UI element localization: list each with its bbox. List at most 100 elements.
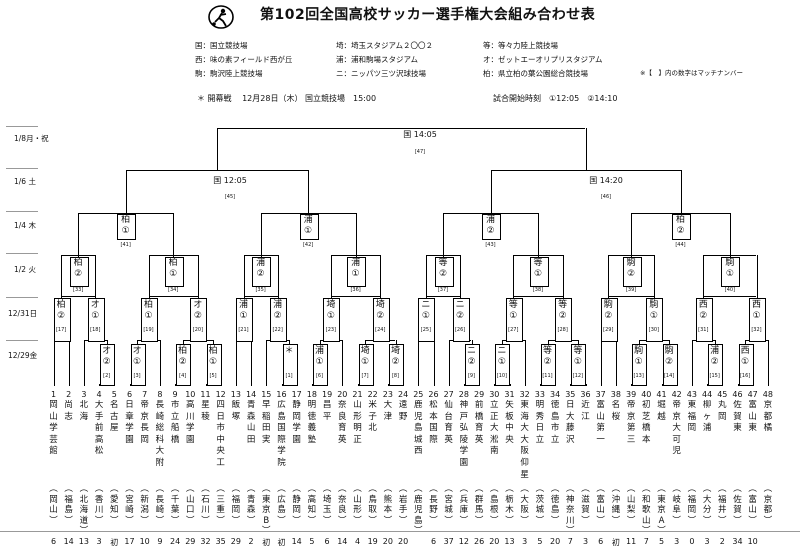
kickoff-times: 試合開始時刻 ①12:05 ②14:10 bbox=[493, 94, 618, 103]
round3-time: ① bbox=[351, 269, 360, 279]
round3-venue: 柏 bbox=[168, 258, 178, 268]
round2-venue: 埼 bbox=[326, 300, 336, 310]
round1-time: ② bbox=[391, 357, 400, 367]
round2-match-number: [24] bbox=[375, 327, 386, 333]
match-box bbox=[721, 257, 741, 287]
bracket-line bbox=[277, 296, 279, 297]
round3-time: ① bbox=[169, 269, 178, 279]
opening-match-info: ＊ 開幕戦 12月28日（木） 国立競技場 15:00 bbox=[197, 94, 377, 103]
team-school-name: 帝京第三 bbox=[626, 400, 636, 445]
team-school-name: 富山第一 bbox=[596, 400, 605, 445]
legend-venue-8: ニ：ニッパツ三ツ沢球技場 bbox=[336, 69, 426, 78]
bracket-line bbox=[342, 340, 344, 386]
round3-match-number: [35] bbox=[255, 287, 266, 293]
match-box bbox=[672, 214, 691, 240]
match-box bbox=[646, 298, 664, 342]
round3-match-number: [40] bbox=[724, 287, 736, 293]
bracket-line bbox=[213, 340, 215, 344]
team-prefecture: ︵福岡︶ bbox=[231, 484, 241, 526]
quarterfinal-match-number: [44] bbox=[675, 242, 686, 248]
bracket-line bbox=[471, 340, 473, 344]
team-appearance-count: 9 bbox=[157, 537, 163, 546]
round2-match-number: [20] bbox=[192, 327, 204, 333]
bracket-line bbox=[608, 296, 654, 297]
bracket-line bbox=[129, 384, 131, 386]
team-prefecture: ︵静岡︶ bbox=[292, 484, 301, 526]
round1-time: ① bbox=[497, 357, 506, 367]
team-school-name: 京都橘 bbox=[763, 400, 773, 434]
bracket-line bbox=[281, 384, 283, 386]
round2-match-number: [18] bbox=[90, 327, 101, 333]
team-prefecture: ︵三重︶ bbox=[216, 484, 225, 526]
team-school-name: 市立船橋 bbox=[170, 400, 180, 445]
team-prefecture: ︵沖縄︶ bbox=[611, 484, 621, 526]
round1-match-number: [6] bbox=[315, 373, 324, 379]
team-seed-number: 38 bbox=[610, 390, 621, 399]
match-box bbox=[418, 298, 436, 342]
round2-time: ② bbox=[57, 311, 66, 321]
bracket-line bbox=[653, 255, 655, 296]
bracket-line bbox=[538, 213, 539, 256]
round2-time: ① bbox=[752, 311, 761, 321]
team-school-name: 佐賀東 bbox=[733, 400, 742, 434]
bracket-line bbox=[631, 213, 633, 256]
legend-venue-9: 柏：県立柏の葉公園総合競技場 bbox=[483, 69, 588, 78]
team-school-name: 名桜 bbox=[611, 400, 621, 422]
bracket-line bbox=[585, 128, 587, 170]
match-box bbox=[372, 298, 390, 342]
match-box bbox=[53, 298, 71, 342]
team-seed-number: 37 bbox=[595, 390, 606, 399]
round1-venue: オ bbox=[102, 346, 112, 356]
round2-match-number: [27] bbox=[508, 327, 519, 333]
round1-time: ② bbox=[710, 357, 719, 367]
bracket-line bbox=[251, 340, 253, 386]
team-seed-number: 19 bbox=[322, 390, 333, 399]
match-box bbox=[662, 344, 678, 386]
team-appearance-count: 初 bbox=[262, 538, 271, 547]
team-school-name: 帝京長岡 bbox=[140, 400, 149, 445]
round3-venue: 浦 bbox=[256, 258, 266, 268]
team-appearance-count: 5 bbox=[309, 537, 315, 546]
round1-time: ② bbox=[178, 357, 187, 367]
bracket-line bbox=[197, 296, 199, 297]
quarterfinal-time: ② bbox=[486, 226, 495, 236]
team-seed-number: 22 bbox=[367, 390, 378, 399]
team-seed-number: 31 bbox=[504, 390, 515, 399]
bracket-line bbox=[243, 255, 245, 296]
bracket-line bbox=[78, 213, 80, 256]
round3-venue: 駒 bbox=[725, 258, 735, 268]
round3-match-number: [34] bbox=[168, 287, 179, 293]
bracket-line bbox=[463, 384, 465, 386]
team-appearance-count: 20 bbox=[550, 537, 561, 546]
team-seed-number: 17 bbox=[291, 390, 302, 399]
team-school-name: 矢板中央 bbox=[505, 400, 514, 445]
round1-match-number: [12] bbox=[572, 373, 584, 379]
bracket-line bbox=[460, 296, 462, 297]
team-school-name: 大津 bbox=[383, 400, 393, 422]
team-seed-number: 40 bbox=[641, 390, 652, 399]
bracket-line bbox=[460, 255, 462, 296]
semifinal-right-venue: 国 14:20 bbox=[589, 176, 623, 185]
round-label-quarterfinal: 1/4 木 bbox=[14, 221, 36, 230]
round2-venue: ニ bbox=[455, 300, 465, 310]
bracket-line bbox=[357, 384, 359, 386]
match-box bbox=[206, 344, 222, 386]
match-box bbox=[695, 298, 713, 342]
count-row-divider bbox=[0, 531, 800, 532]
team-seed-number: 24 bbox=[398, 390, 409, 399]
team-seed-number: 44 bbox=[702, 390, 713, 399]
round2-venue: 西 bbox=[698, 300, 708, 310]
round3-match-number: [39] bbox=[625, 287, 637, 293]
round2-venue: オ bbox=[193, 300, 203, 310]
bracket-line bbox=[729, 213, 731, 256]
team-appearance-count: 35 bbox=[215, 537, 226, 546]
round2-match-number: [30] bbox=[648, 327, 660, 333]
team-seed-number: 33 bbox=[534, 390, 545, 399]
team-prefecture: ︵岐阜︶ bbox=[672, 484, 681, 526]
